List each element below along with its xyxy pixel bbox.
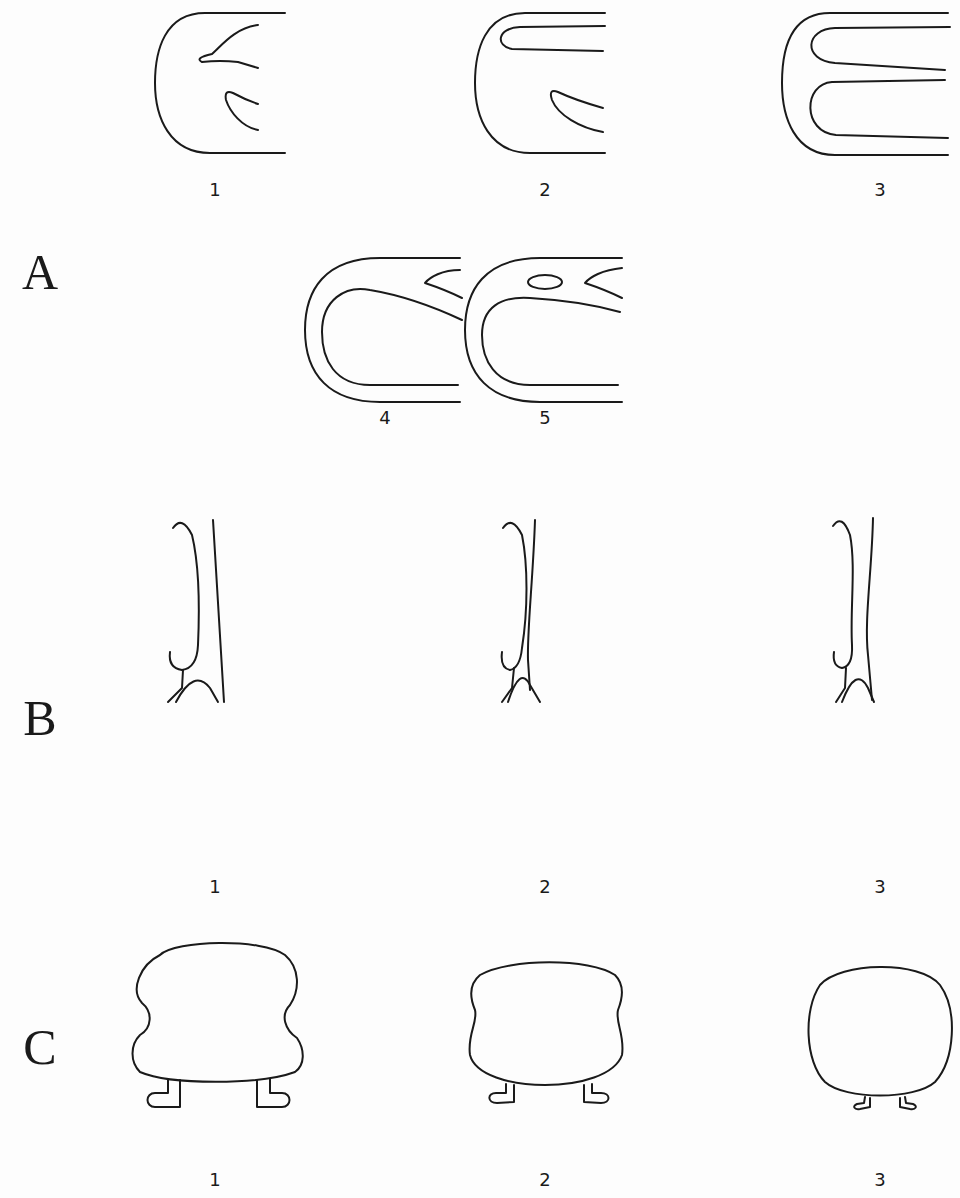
figure-number: 1 bbox=[209, 878, 220, 896]
outline-a4 bbox=[305, 258, 462, 402]
outer-curve bbox=[305, 258, 460, 402]
figure-number: 1 bbox=[209, 1171, 220, 1189]
upper-branch bbox=[200, 25, 258, 68]
base-left-leg bbox=[502, 668, 514, 702]
right-stroke bbox=[867, 518, 873, 700]
outline-a2 bbox=[475, 13, 605, 153]
upper-loop bbox=[811, 27, 950, 70]
figure-number: 2 bbox=[539, 1171, 550, 1189]
right-stroke bbox=[528, 520, 535, 690]
figure-number: 3 bbox=[874, 878, 885, 896]
lower-loop bbox=[810, 80, 948, 138]
outer-curve bbox=[782, 13, 948, 155]
outline-a1 bbox=[155, 13, 285, 153]
outline-b2 bbox=[502, 520, 540, 702]
right-stroke bbox=[213, 520, 224, 702]
base-left-leg bbox=[168, 670, 183, 702]
body bbox=[469, 962, 622, 1085]
outer-curve bbox=[475, 13, 605, 153]
outline-a5 bbox=[465, 258, 622, 402]
figure-number: 5 bbox=[539, 409, 550, 427]
lower-branch bbox=[551, 91, 603, 132]
panel-letter: B bbox=[23, 693, 56, 743]
left-stroke bbox=[170, 523, 199, 670]
small-branch bbox=[585, 268, 622, 298]
base-arch bbox=[508, 678, 540, 702]
outline-a3 bbox=[782, 13, 950, 155]
outline-c3 bbox=[809, 967, 952, 1109]
base-arch bbox=[842, 679, 874, 702]
figure-number: 3 bbox=[874, 181, 885, 199]
outer-curve bbox=[465, 258, 622, 402]
right-foot bbox=[257, 1079, 290, 1107]
outline-c1 bbox=[133, 943, 303, 1107]
outline-b3 bbox=[833, 518, 874, 702]
small-oval bbox=[528, 275, 562, 289]
right-foot bbox=[900, 1097, 916, 1109]
body bbox=[133, 943, 303, 1082]
inner-curve bbox=[322, 289, 462, 385]
panel-letter: A bbox=[22, 247, 58, 297]
left-foot bbox=[148, 1079, 181, 1107]
left-foot bbox=[854, 1097, 870, 1109]
outer-curve bbox=[155, 13, 285, 153]
lower-branch bbox=[226, 92, 258, 130]
figure-number: 4 bbox=[379, 409, 390, 427]
left-foot bbox=[489, 1084, 514, 1103]
upper-loop bbox=[501, 26, 605, 51]
left-stroke bbox=[502, 523, 527, 670]
inner-curve bbox=[482, 298, 620, 385]
figure-number: 2 bbox=[539, 878, 550, 896]
right-foot bbox=[584, 1084, 609, 1103]
outline-b1 bbox=[168, 520, 224, 702]
panel-letter: C bbox=[23, 1022, 56, 1072]
figure-number: 1 bbox=[209, 181, 220, 199]
small-branch bbox=[425, 270, 462, 298]
figure-number: 3 bbox=[874, 1171, 885, 1189]
left-stroke bbox=[833, 521, 853, 668]
outline-c2 bbox=[469, 962, 622, 1103]
body bbox=[809, 967, 952, 1096]
figure-number: 2 bbox=[539, 181, 550, 199]
base-arch bbox=[176, 681, 218, 702]
